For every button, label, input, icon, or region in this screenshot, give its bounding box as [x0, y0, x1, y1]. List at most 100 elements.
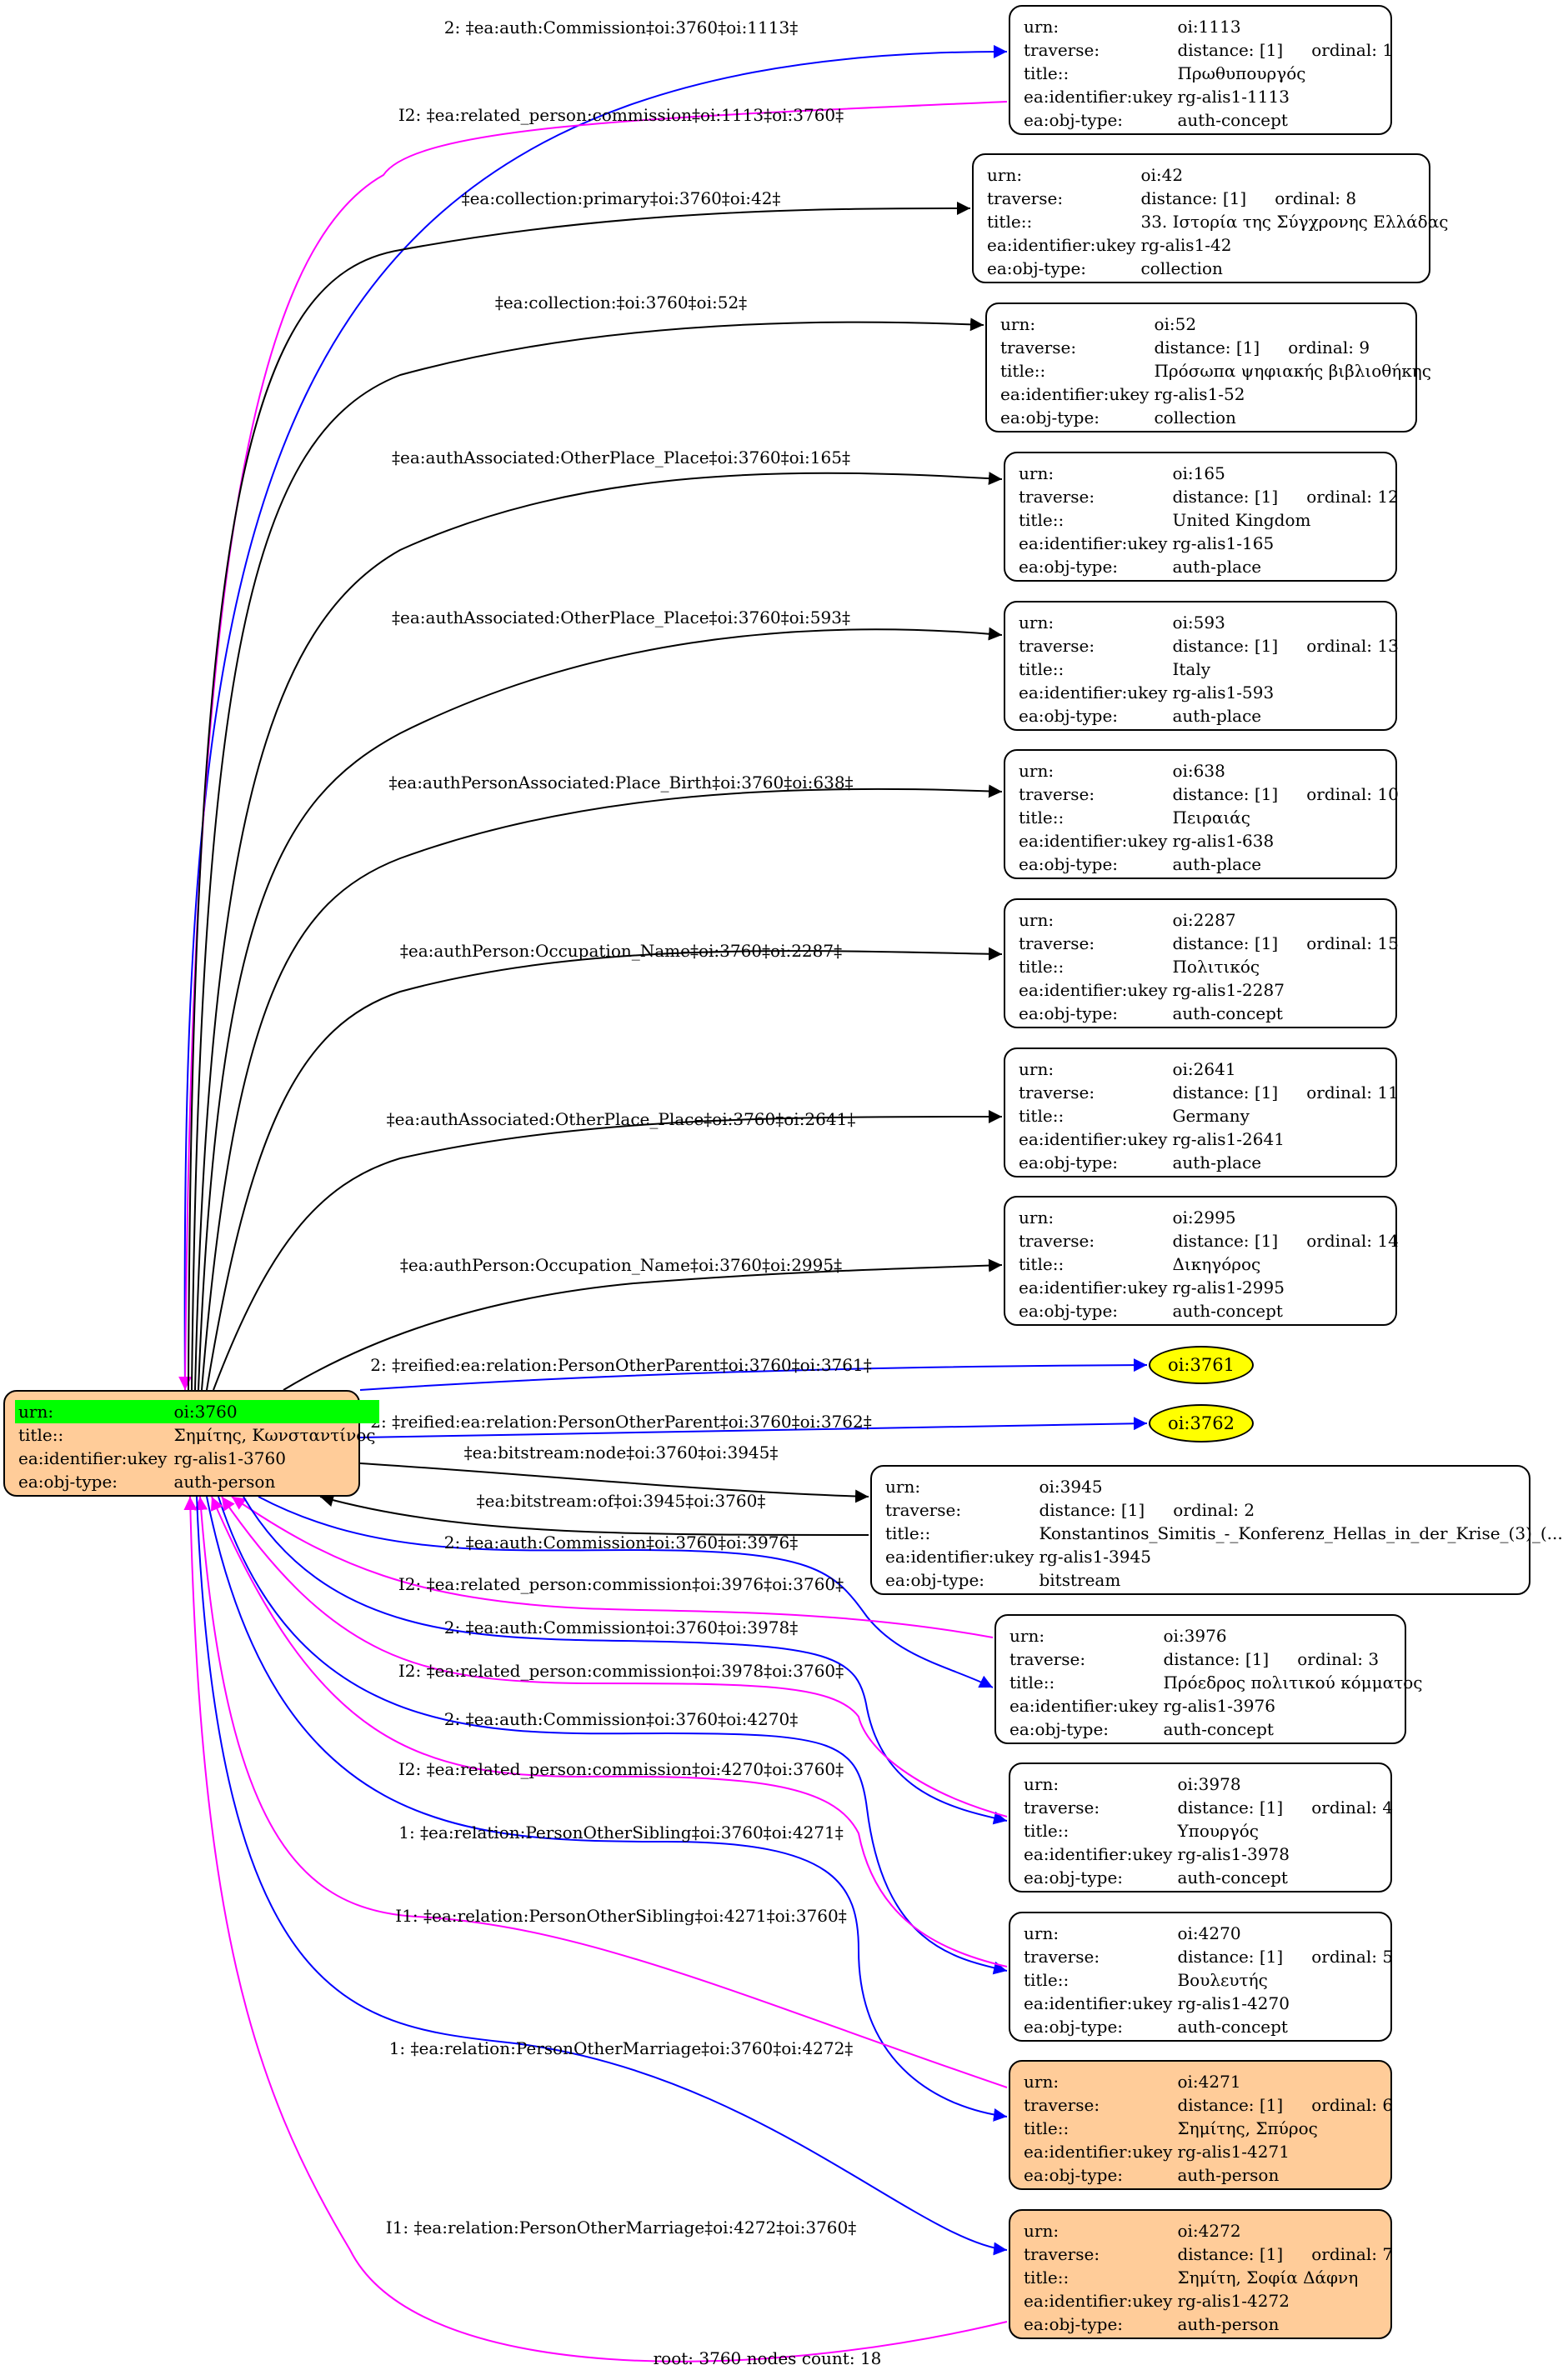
node-distance: distance: [1]	[1140, 188, 1247, 208]
node-traverse-key: traverse:	[1019, 933, 1095, 953]
node-traverse: distance: [1]ordinal: 12	[1172, 485, 1403, 508]
edge-path-19	[210, 1496, 1008, 1968]
node-ukey: rg-alis1-4272	[1177, 2291, 1290, 2311]
node-ukey-key: ea:identifier:ukey	[1019, 1278, 1168, 1298]
edge-label-23: I1: ‡ea:relation:PersonOtherMarriage‡oi:…	[386, 2218, 857, 2238]
node-ukey-key: ea:identifier:ukey	[1019, 533, 1168, 553]
node-title: Italy	[1172, 659, 1211, 679]
edge-path-16	[243, 1496, 1008, 1825]
edge-path-3	[191, 318, 984, 1391]
node-title: Germany	[1172, 1106, 1250, 1126]
node-type: auth-concept	[1172, 1301, 1283, 1321]
node-type: auth-place	[1172, 706, 1262, 726]
node-type-key: ea:obj-type:	[885, 1570, 985, 1590]
edge-path-5	[198, 627, 1003, 1391]
node-ukey: rg-alis1-165	[1172, 533, 1275, 553]
node-distance: distance: [1]	[1172, 636, 1279, 656]
edge-label-2: ‡ea:collection:primary‡oi:3760‡oi:42‡	[462, 188, 781, 208]
node-distance: distance: [1]	[1177, 2244, 1284, 2264]
node-ukey: rg-alis1-3976	[1163, 1696, 1275, 1716]
node-ukey: rg-alis1-42	[1140, 235, 1232, 255]
node-distance: distance: [1]	[1172, 933, 1279, 953]
ellipse-label: oi:3761	[1168, 1355, 1235, 1375]
node-ukey-key: ea:identifier:ukey	[1024, 1993, 1173, 2013]
node-ukey: rg-alis1-2287	[1172, 980, 1285, 1000]
node-traverse-key: traverse:	[1019, 1231, 1095, 1251]
node-ukey: rg-alis1-638	[1172, 831, 1275, 851]
node-traverse: distance: [1]ordinal: 6	[1177, 2093, 1398, 2117]
node-ordinal: ordinal: 6	[1311, 2095, 1394, 2115]
edge-path-15	[231, 1496, 994, 1638]
node-type: auth-person	[1177, 2165, 1280, 2185]
node-traverse: distance: [1] ordinal: 5	[1177, 1945, 1398, 1968]
node-urn: oi:638	[1172, 761, 1225, 781]
node-title: Δικηγόρος	[1172, 1254, 1261, 1274]
node-title: Πειραιάς	[1172, 808, 1250, 828]
node-type: auth-place	[1172, 557, 1262, 577]
ellipse-node-3762[interactable]: oi:3762	[1149, 1404, 1254, 1442]
edge-label-5: ‡ea:authAssociated:OtherPlace_Place‡oi:3…	[392, 608, 850, 628]
node-title-key: title::	[1000, 361, 1046, 381]
node-ukey-key: ea:identifier:ukey	[885, 1547, 1034, 1567]
edge-path-8	[213, 1110, 1003, 1391]
root-title: Σημίτης, Κωνσταντίνος	[173, 1425, 376, 1445]
root-ukey: rg-alis1-3760	[173, 1448, 286, 1468]
node-title: Σημίτης, Σπύρος	[1177, 2118, 1318, 2138]
node-distance: distance: [1]	[1177, 1798, 1284, 1818]
node-urn-key: urn:	[1000, 314, 1036, 334]
edge-label-12: ‡ea:bitstream:node‡oi:3760‡oi:3945‡	[464, 1442, 779, 1462]
node-title: Υπουργός	[1177, 1821, 1259, 1841]
root-node[interactable]: urn:oi:3760 title::Σημίτης, Κωνσταντίνος…	[3, 1390, 379, 1497]
node-ukey: rg-alis1-3945	[1039, 1547, 1151, 1567]
node-title-key: title::	[1024, 1970, 1070, 1990]
node-distance: distance: [1]	[1163, 1649, 1270, 1669]
node-ukey: rg-alis1-2641	[1172, 1129, 1285, 1149]
node-type: auth-concept	[1177, 110, 1288, 130]
node-title-key: title::	[1019, 957, 1065, 977]
node-title: Konstantinos_Simitis_-_Konferenz_Hellas_…	[1039, 1523, 1563, 1543]
node-traverse-key: traverse:	[1024, 1798, 1100, 1818]
node-distance: distance: [1]	[1172, 1231, 1279, 1251]
node-type-key: ea:obj-type:	[1009, 1719, 1110, 1739]
node-ukey-key: ea:identifier:ukey	[1009, 1696, 1159, 1716]
node-traverse: distance: [1]ordinal: 3	[1163, 1648, 1427, 1671]
node-traverse-key: traverse:	[987, 188, 1064, 208]
node-distance: distance: [1]	[1177, 1947, 1284, 1967]
ellipse-node-3761[interactable]: oi:3761	[1149, 1346, 1254, 1384]
node-distance: distance: [1]	[1154, 338, 1260, 358]
node-type-key: ea:obj-type:	[1024, 1868, 1124, 1888]
node-title-key: title::	[1019, 1106, 1065, 1126]
node-ukey: rg-alis1-1113	[1177, 87, 1290, 107]
edge-path-23	[183, 1496, 1008, 2362]
node-title: Βουλευτής	[1177, 1970, 1268, 1990]
edge-path-21	[194, 1496, 1008, 2088]
node-type-key: ea:obj-type:	[1024, 110, 1124, 130]
node-type: collection	[1154, 408, 1236, 428]
node-urn-key: urn:	[1024, 1923, 1060, 1943]
node-ordinal: ordinal: 5	[1311, 1947, 1394, 1967]
node-ordinal: ordinal: 9	[1288, 338, 1370, 358]
node-traverse: distance: [1]ordinal: 14	[1172, 1229, 1403, 1252]
node-ordinal: ordinal: 12	[1306, 487, 1399, 507]
node-ordinal: ordinal: 10	[1306, 784, 1399, 804]
